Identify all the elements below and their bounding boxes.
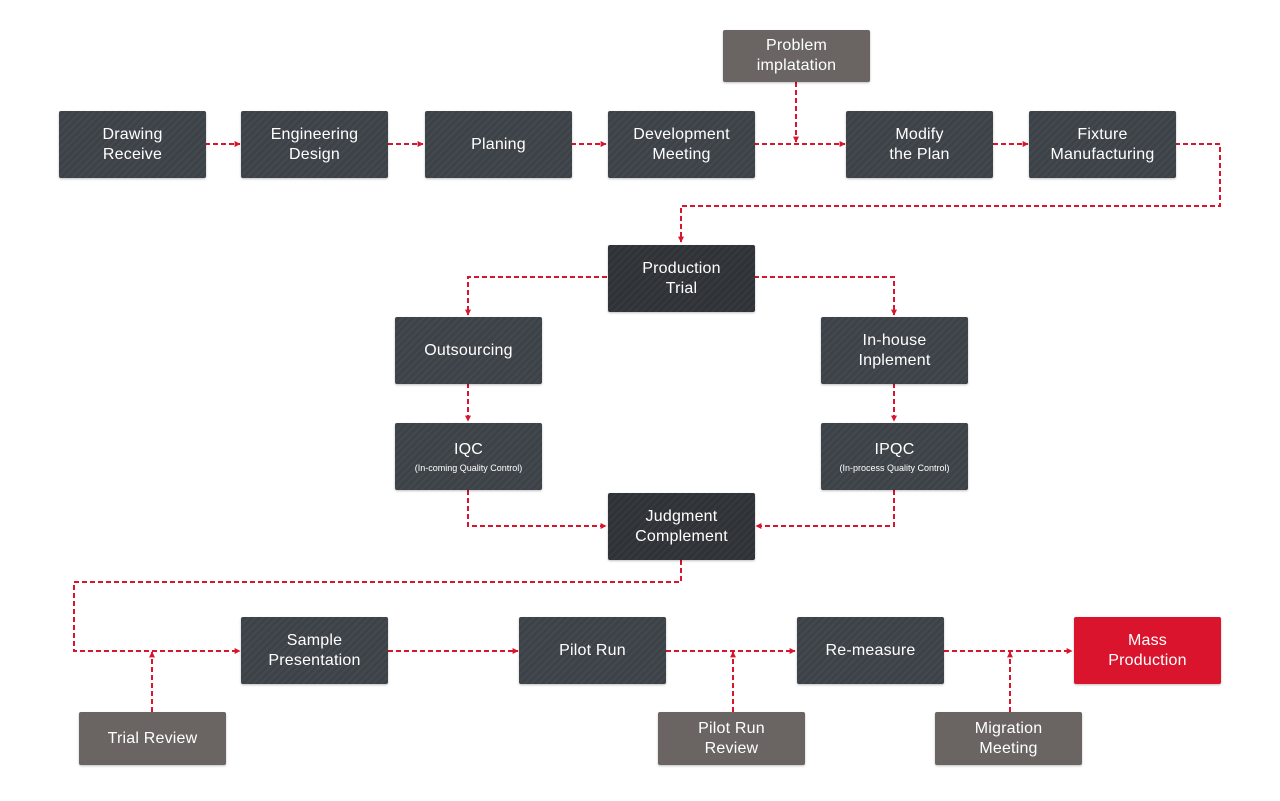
ipqc-box: IPQC (In-process Quality Control) [821, 423, 968, 490]
fixture-manufacturing-box: Fixture Manufacturing [1029, 111, 1176, 178]
in-house-inplement-label: In-house Inplement [858, 331, 931, 369]
ipqc-label: IPQC [874, 440, 915, 458]
iqc-box: IQC (In-coming Quality Control) [395, 423, 542, 490]
arrow-fixture-to-production-trial [678, 143, 1221, 243]
modify-the-plan-label: Modify the Plan [889, 125, 950, 163]
mass-production-label: Mass Production [1108, 631, 1187, 669]
trial-review-box: Trial Review [79, 712, 226, 765]
production-trial-box: Production Trial [608, 245, 755, 312]
pilot-run-review-label: Pilot Run Review [698, 719, 765, 757]
ipqc-sublabel: (In-process Quality Control) [839, 462, 950, 473]
judgment-complement-box: Judgment Complement [608, 493, 755, 560]
problem-implatation-label: Problem implatation [756, 37, 837, 74]
planing-box: Planing [425, 111, 572, 178]
re-measure-label: Re-measure [825, 641, 916, 659]
arrow-iqc-to-judgment [467, 490, 607, 529]
development-meeting-label: Development Meeting [633, 125, 730, 163]
migration-meeting-label: Migration Meeting [974, 719, 1043, 757]
migration-meeting-box: Migration Meeting [935, 712, 1082, 765]
in-house-inplement-box: In-house Inplement [821, 317, 968, 384]
engineering-design-box: Engineering Design [241, 111, 388, 178]
pilot-run-review-box: Pilot Run Review [658, 712, 805, 765]
arrow-ipqc-to-judgment [755, 490, 895, 529]
drawing-receive-box: Drawing Receive [59, 111, 206, 178]
modify-the-plan-box: Modify the Plan [846, 111, 993, 178]
sample-presentation-box: Sample Presentation [241, 617, 388, 684]
iqc-sublabel: (In-coming Quality Control) [414, 462, 523, 473]
pilot-run-box: Pilot Run [519, 617, 666, 684]
production-trial-label: Production Trial [642, 259, 721, 297]
problem-implatation-box: Problem implatation [723, 30, 870, 82]
arrow-trial-to-outsourcing [465, 276, 607, 316]
pilot-run-label: Pilot Run [559, 641, 626, 659]
iqc-label: IQC [453, 440, 484, 458]
arrow-judgment-to-sample [73, 560, 682, 654]
judgment-complement-label: Judgment Complement [635, 507, 728, 545]
arrow-trial-to-inhouse [754, 276, 897, 316]
re-measure-box: Re-measure [797, 617, 944, 684]
trial-review-label: Trial Review [107, 729, 198, 747]
planing-label: Planing [471, 135, 526, 153]
outsourcing-box: Outsourcing [395, 317, 542, 384]
fixture-manufacturing-label: Fixture Manufacturing [1050, 125, 1155, 163]
engineering-design-label: Engineering Design [270, 125, 359, 163]
drawing-receive-label: Drawing Receive [102, 125, 163, 163]
sample-presentation-label: Sample Presentation [268, 631, 361, 669]
outsourcing-label: Outsourcing [424, 341, 513, 359]
development-meeting-box: Development Meeting [608, 111, 755, 178]
mass-production-box: Mass Production [1074, 617, 1221, 684]
